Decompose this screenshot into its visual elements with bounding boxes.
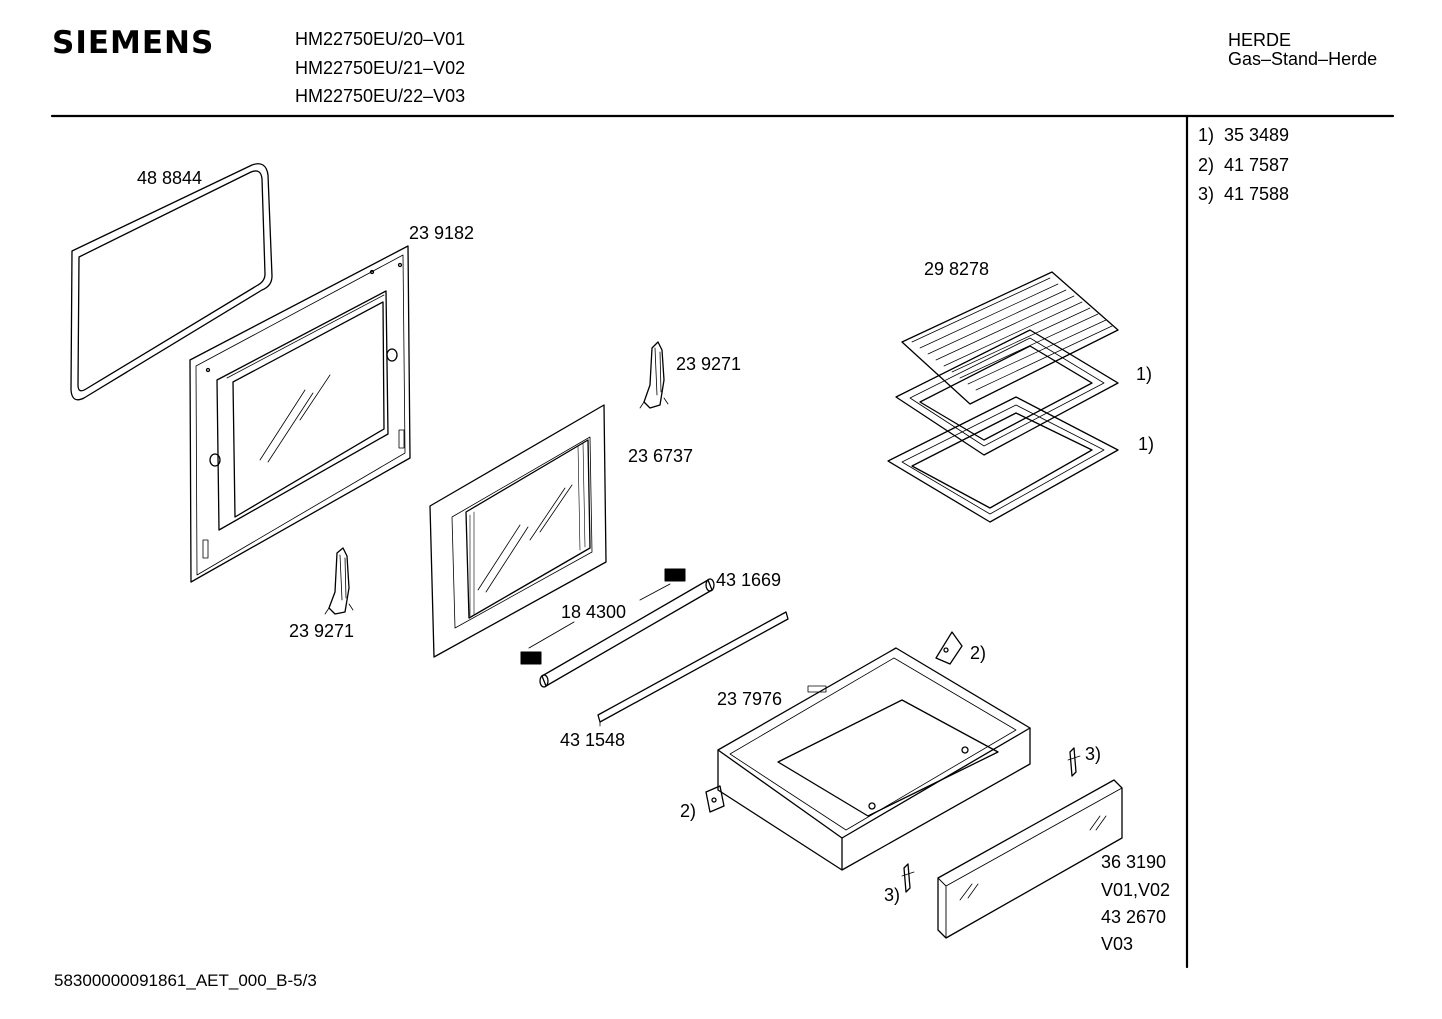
part-label-tray-ref-2: 1) [1138,434,1155,454]
part-label-grill-rack: 29 8278 [924,259,990,279]
part-label-front-panel-2-variant: V03 [1101,934,1134,954]
part-label-handle-bar: 18 4300 [561,602,627,622]
model-list: HM22750EU/20–V01 HM22750EU/21–V02 HM2275… [295,25,465,111]
outer-door-drawing [429,404,607,658]
drawer-drawing [717,647,1031,871]
part-label-outer-door: 23 6737 [628,446,694,466]
part-label-hinge-lower: 23 9271 [289,621,355,641]
part-label-drawer: 23 7976 [717,689,783,709]
reference-list: 1) 35 3489 2) 41 7587 3) 41 7588 [1198,121,1289,210]
clip-right-drawing [1067,747,1081,777]
category-title: HERDE [1228,30,1292,50]
document-id: 58300000091861_AET_000_B-5/3 [54,971,317,990]
baking-tray-upper-drawing [895,329,1119,456]
part-label-front-panel-1: 36 3190 [1101,852,1167,872]
part-label-runner-right: 2) [970,643,987,663]
part-label-front-panel-1-variant: V01,V02 [1101,880,1171,900]
runner-right-drawing [935,631,963,665]
reference-item: 3) 41 7588 [1198,184,1290,204]
part-label-inner-door: 23 9182 [409,223,475,243]
reference-item: 2) 41 7587 [1198,154,1290,175]
category-subtitle: Gas–Stand–Herde [1228,49,1378,69]
part-label-door-seal: 48 8844 [137,168,203,188]
hinge-upper-drawing [639,341,669,409]
brand-logo: SIEMENS [52,25,215,61]
part-label-clip-left: 3) [884,885,901,905]
part-label-clip-right: 3) [1085,744,1102,764]
reference-item: 1) 35 3489 [1198,125,1290,145]
runner-left-drawing [705,785,725,813]
part-label-handle: 43 1669 [716,570,782,590]
clip-left-drawing [901,863,915,893]
part-label-trim-strip: 43 1548 [560,730,626,750]
grill-rack-drawing [901,271,1119,405]
inner-door-drawing [189,245,411,583]
drawer-front-panel-drawing [937,779,1123,939]
part-label-hinge-upper: 23 9271 [676,354,742,374]
handle-drawing [520,568,715,688]
model-number: HM22750EU/22–V03 [295,86,466,106]
part-label-tray-ref-1: 1) [1136,364,1153,384]
trim-strip-drawing [597,611,789,727]
baking-tray-lower-drawing [887,396,1119,523]
part-label-front-panel-2: 43 2670 [1101,907,1167,927]
model-number: HM22750EU/20–V01 [295,29,466,49]
part-label-runner-left: 2) [680,801,697,821]
model-number: HM22750EU/21–V02 [295,57,466,78]
hinge-lower-drawing [324,547,354,615]
door-seal-drawing [70,163,273,401]
category-block: HERDE Gas–Stand–Herde [1228,31,1377,69]
